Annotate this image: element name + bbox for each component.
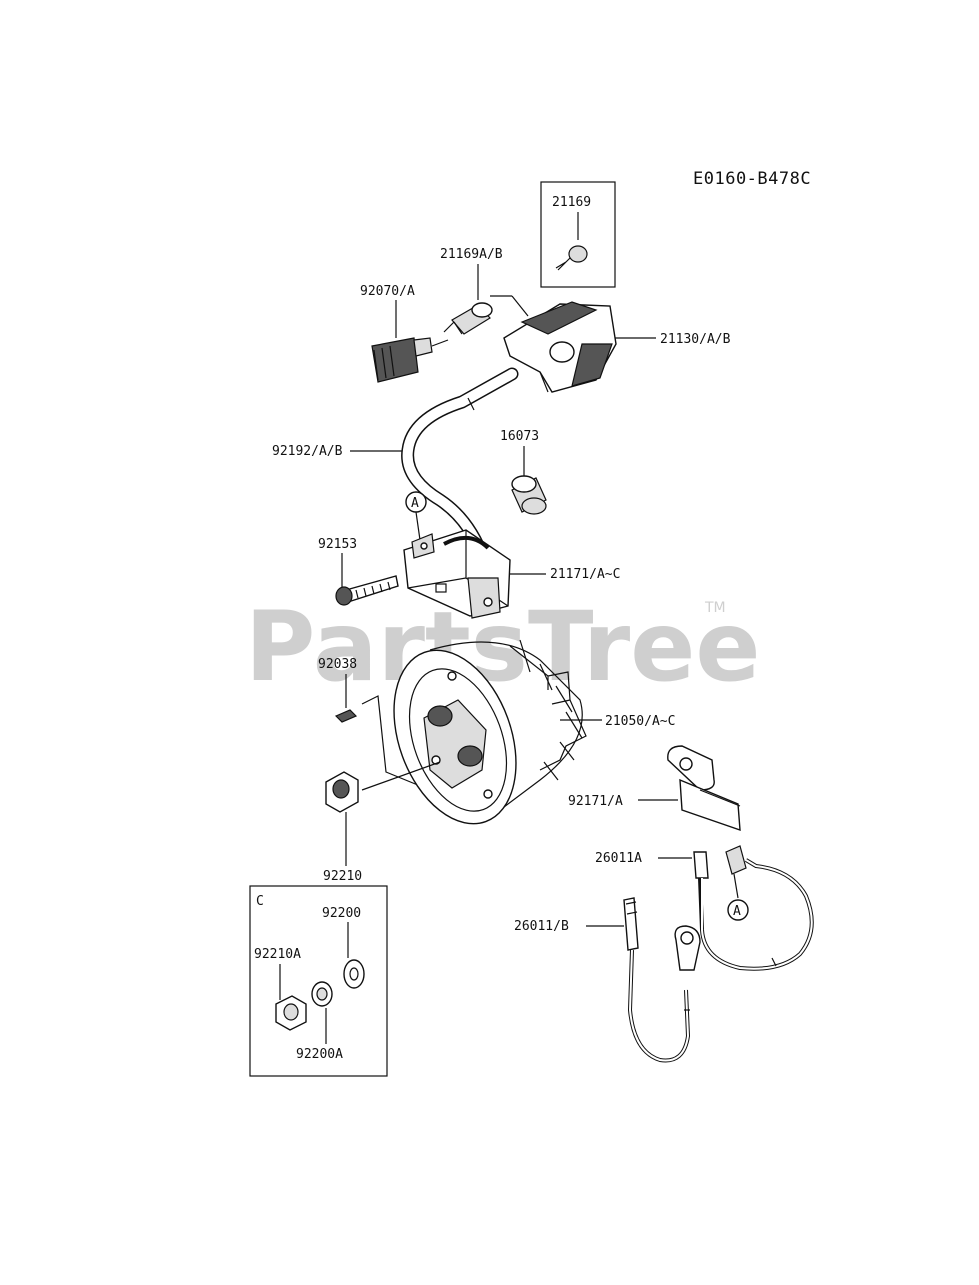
label-92171a[interactable]: 92171/A [568,794,623,809]
label-92070a[interactable]: 92070/A [360,284,415,299]
spark-plug [371,337,449,383]
washer [343,959,365,989]
wire-clamp [667,745,741,832]
label-16073[interactable]: 16073 [500,429,539,444]
inset-box-tag: C [256,894,264,909]
label-21130ab[interactable]: 21130/A/B [660,332,731,347]
label-21169ab[interactable]: 21169A/B [440,247,503,262]
label-21171ac[interactable]: 21171/A~C [550,567,620,582]
watermark-trademark: TM [704,600,726,616]
label-92192ab[interactable]: 92192/A/B [272,444,343,459]
diagram-code: E0160-B478C [693,169,811,189]
inset-box-21169 [540,181,616,288]
spring-connector [443,302,493,335]
label-21050ac[interactable]: 21050/A~C [605,714,675,729]
watermark: PartsTree [245,591,760,703]
lock-washer [311,981,333,1007]
label-92200[interactable]: 92200 [322,906,361,921]
label-26011b[interactable]: 26011/B [514,919,569,934]
hex-nut [275,995,307,1031]
svg-text:A: A [733,904,741,919]
spring-connector-small [555,245,588,271]
label-92210a[interactable]: 92210A [254,947,301,962]
label-92038[interactable]: 92038 [318,657,357,672]
woodruff-key [334,709,358,723]
ignition-coil [403,529,511,619]
high-tension-wire [401,367,519,587]
ground-lead-a [693,845,814,971]
svg-text:A: A [411,496,419,511]
label-92153[interactable]: 92153 [318,537,357,552]
grommet [511,475,547,515]
bolt [335,575,399,606]
flywheel-nut [325,771,359,813]
label-92200a[interactable]: 92200A [296,1047,343,1062]
label-26011a[interactable]: 26011A [595,851,642,866]
flywheel [393,639,587,825]
label-21169[interactable]: 21169 [552,195,591,210]
label-92210[interactable]: 92210 [323,869,362,884]
callout-a-bottom [727,899,749,921]
inset-box-c [249,885,388,1077]
plug-cap [503,301,617,393]
ground-lead-b [623,897,701,1063]
